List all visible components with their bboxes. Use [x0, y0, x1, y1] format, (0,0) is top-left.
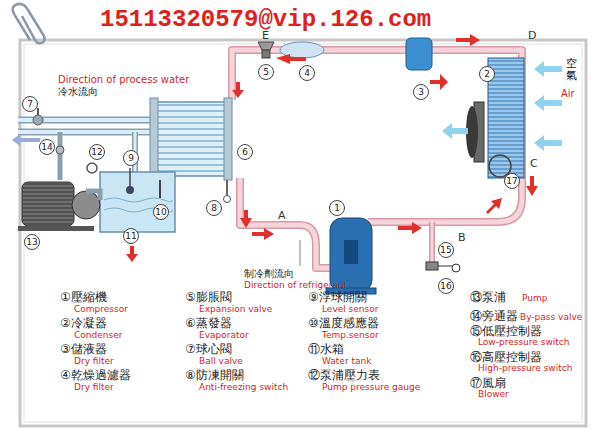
- flow-letter: D: [528, 30, 536, 43]
- callout-number: 15: [438, 242, 454, 258]
- legend-text: ③儲液器: [60, 343, 107, 357]
- callout-number: 6: [237, 144, 253, 160]
- callout-number: 12: [89, 144, 105, 160]
- legend-text: ⑰風扇: [470, 377, 506, 391]
- callout-number: 13: [24, 234, 40, 250]
- callout-number: 14: [39, 139, 55, 155]
- legend-text: Level sensor: [322, 304, 378, 314]
- flow-label: Direction of refrigerant: [244, 280, 347, 290]
- callout-number: 9: [123, 150, 139, 166]
- legend-text: ⑭旁通器: [470, 310, 518, 324]
- legend-text: High-pressure switch: [478, 363, 572, 373]
- flow-letter: B: [458, 232, 466, 245]
- callout-number: 10: [153, 204, 169, 220]
- legend-text: ⑦球心閥: [185, 343, 232, 357]
- flow-letter: A: [278, 210, 286, 223]
- callout-number: 1: [329, 200, 345, 216]
- legend-text: ①壓縮機: [60, 291, 107, 305]
- legend-text: By-pass valve: [520, 312, 582, 322]
- callout-number: 16: [438, 278, 454, 294]
- legend-text: Blower: [478, 389, 509, 399]
- callout-number: 11: [123, 228, 139, 244]
- legend-text: ⑧防凍開關: [185, 369, 244, 383]
- legend-text: ⑮低壓控制器: [470, 325, 542, 339]
- legend-text: ⑤膨脹閥: [185, 291, 232, 305]
- air-label: Air: [561, 88, 575, 100]
- legend-text: ⑫泵浦壓力表: [308, 369, 380, 383]
- legend-text: Condenser: [74, 330, 122, 340]
- flow-letter: E: [262, 30, 269, 43]
- flow-label: 冷水流向: [58, 86, 98, 98]
- legend-text: Pump pressure gauge: [322, 382, 420, 392]
- callout-number: 3: [413, 84, 429, 100]
- air-label: 空氣: [566, 58, 577, 82]
- legend-text: Compressor: [74, 304, 128, 314]
- legend-text: Anti-freezing switch: [199, 382, 288, 392]
- legend-text: Expansion valve: [199, 304, 272, 314]
- legend-text: Temp.sensor: [322, 330, 379, 340]
- legend-text: Low-pressure switch: [478, 337, 569, 347]
- callout-number: 17: [504, 173, 520, 189]
- flow-label: Direction of process water: [58, 74, 189, 86]
- legend-text: ⑨浮球開關: [308, 291, 367, 305]
- callout-number: 7: [22, 96, 38, 112]
- legend-text: ⑥蒸發器: [185, 317, 232, 331]
- legend-text: ②冷凝器: [60, 317, 107, 331]
- callout-number: 8: [206, 200, 222, 216]
- legend-text: Evaporator: [199, 330, 249, 340]
- legend-text: Dry filter: [74, 356, 114, 366]
- legend-text: Ball valve: [199, 356, 243, 366]
- callout-number: 4: [299, 65, 315, 81]
- callout-number: 5: [258, 64, 274, 80]
- legend-text: ⑩溫度感應器: [308, 317, 379, 331]
- callout-number: 2: [479, 66, 495, 82]
- legend-text: Water tank: [322, 356, 371, 366]
- legend-text: Pump: [522, 293, 547, 303]
- legend-text: Dry filter: [74, 382, 114, 392]
- flow-label: 制冷劑流向: [244, 268, 294, 280]
- legend-text: ④乾燥過濾器: [60, 369, 131, 383]
- flow-letter: C: [530, 158, 538, 171]
- legend-text: ⑬泵浦: [470, 291, 506, 305]
- legend-text: ⑯高壓控制器: [470, 351, 542, 365]
- legend-text: ⑪水箱: [308, 343, 344, 357]
